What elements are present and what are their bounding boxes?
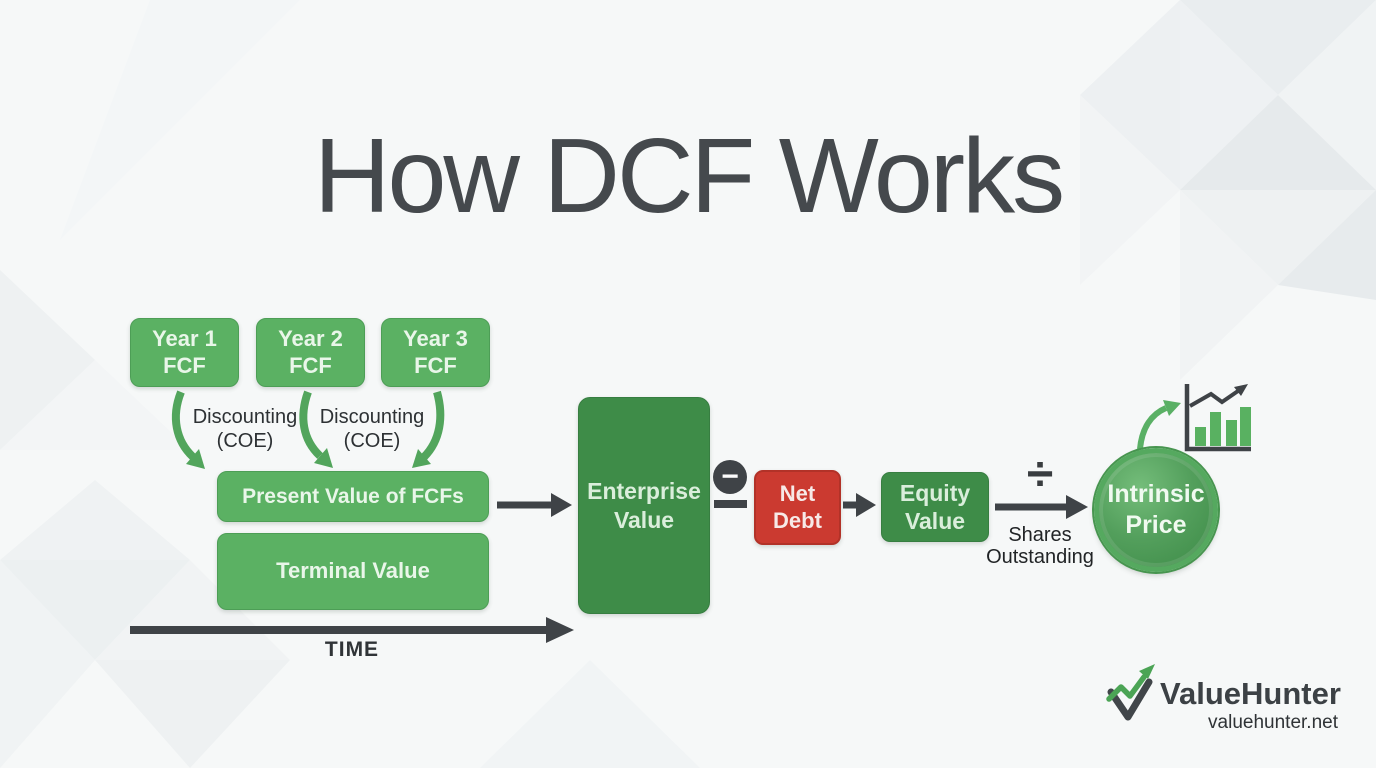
year-2-fcf-box: Year 2 FCF [256, 318, 365, 387]
page-title: How DCF Works [313, 117, 1065, 235]
time-axis-label: TIME [324, 638, 380, 661]
time-axis-arrow [130, 617, 574, 643]
pv-to-enterprise-arrow [497, 493, 572, 517]
terminal-value-box: Terminal Value [217, 533, 489, 610]
brand-name: ValueHunter [1160, 676, 1341, 711]
discounting-label-2: Discounting (COE) [319, 406, 425, 452]
net-debt-box: Net Debt [754, 470, 841, 545]
enterprise-value-box: Enterprise Value [578, 397, 710, 614]
discount-arrow-year3 [412, 390, 445, 468]
check-arrow-logo-icon [1106, 664, 1155, 721]
intrinsic-to-chart-arrow [1137, 400, 1181, 450]
minus-icon: − [713, 460, 747, 494]
brand-website: valuehunter.net [1208, 712, 1338, 733]
equity-to-intrinsic-arrow [995, 495, 1088, 519]
present-value-box: Present Value of FCFs [217, 471, 489, 522]
netdebt-to-equity-arrow [843, 493, 876, 517]
year-1-fcf-box: Year 1 FCF [130, 318, 239, 387]
rising-bar-chart-icon [1184, 384, 1251, 452]
divide-icon: ÷ [1026, 448, 1054, 501]
discount-arrow-year2 [299, 390, 333, 468]
discounting-label-1: Discounting (COE) [192, 406, 298, 452]
intrinsic-price-circle: Intrinsic Price [1094, 448, 1218, 572]
shares-outstanding-label: Shares Outstanding [986, 524, 1094, 568]
discount-arrow-year1 [171, 390, 205, 469]
year-3-fcf-box: Year 3 FCF [381, 318, 490, 387]
equity-value-box: Equity Value [881, 472, 989, 542]
